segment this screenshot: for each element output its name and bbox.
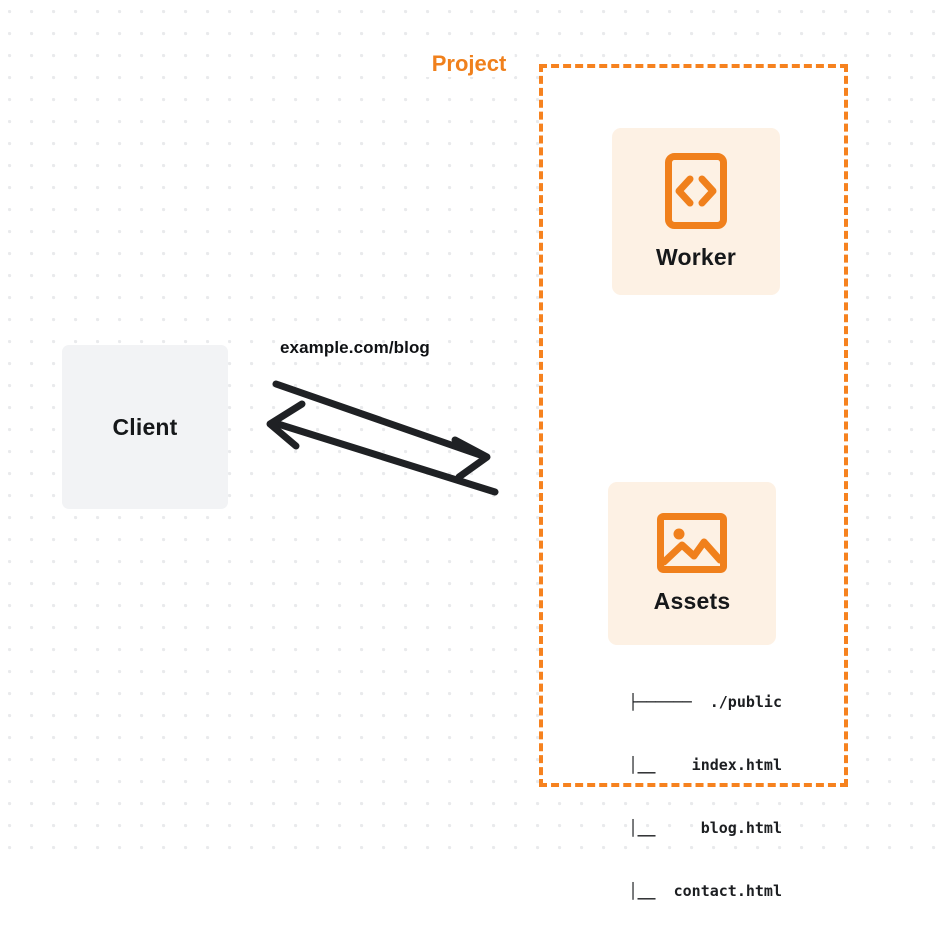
project-title: Project xyxy=(423,51,515,77)
image-icon xyxy=(656,512,728,574)
file-tree-item: │__ contact.html xyxy=(628,882,782,900)
file-tree-item: │__ index.html xyxy=(628,756,782,774)
request-arrow xyxy=(272,380,491,481)
client-node[interactable]: Client xyxy=(62,345,228,509)
diagram-canvas: Client example.com/blog Project Worker xyxy=(0,0,938,900)
assets-label: Assets xyxy=(653,588,731,614)
response-arrow xyxy=(266,400,499,496)
asset-file-tree: ├────── ./public │__ index.html │__ blog… xyxy=(588,650,782,944)
worker-label: Worker xyxy=(655,244,737,270)
request-url-label: example.com/blog xyxy=(280,338,430,357)
file-tree-root: ├────── ./public xyxy=(628,693,782,711)
file-tree-item: │__ blog.html xyxy=(628,819,782,837)
assets-card[interactable]: Assets xyxy=(608,482,776,645)
worker-card[interactable]: Worker xyxy=(612,128,780,295)
code-brackets-icon xyxy=(664,152,728,230)
client-label: Client xyxy=(112,413,178,440)
